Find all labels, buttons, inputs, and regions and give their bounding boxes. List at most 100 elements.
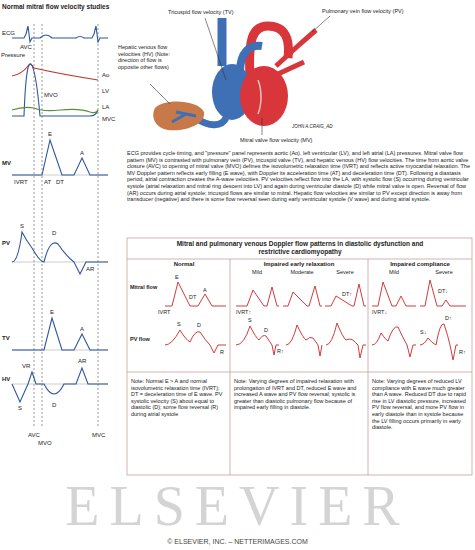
heart-illustration [153,18,316,130]
doppler-waveform [372,327,416,357]
signal-label: Ao [102,72,109,79]
timing-line [34,24,35,428]
wave-label: DT [56,179,64,186]
wave-label: R↑ [459,349,466,356]
timing-line [34,24,98,428]
wave-label: IVRT↑ [236,309,251,316]
leader-line [205,18,226,80]
wave-label: IVRT [158,309,170,316]
column-header: Mild [370,269,418,276]
wave-label: R↑ [277,348,284,355]
panel-frame [127,372,472,373]
signal-label: LA [102,104,109,111]
signal-label: MVC [102,116,115,123]
wave-label: D [52,230,56,237]
signal-label: PV [2,240,10,247]
leader-line [262,118,263,135]
doppler-waveform [165,282,226,306]
leader-line [312,16,330,32]
note-text: Note: Normal E > A and normal isovolumet… [131,378,226,418]
panel-frame [368,259,369,475]
doppler-waveform [326,323,366,358]
callout-label: Tricuspid flow velocity (TV) [168,9,234,16]
wave-label: D [264,327,268,334]
baseline [12,175,108,384]
callout-label: Hepatic venous flow velocities (HV) (Not… [118,44,176,70]
row-label: Mitral flow [130,284,157,291]
wave-label: AT [44,179,51,186]
waveform [12,26,108,402]
wave-label: A [203,287,207,294]
signal-label: HV [2,376,10,383]
signal-label: AVC [20,44,32,51]
column-header: Impaired early relaxation [232,261,366,268]
figure-title: Normal mitral flow velocity studies [2,3,109,11]
column-header: Mild [236,269,278,276]
column-header: Severe [324,269,366,276]
waveform [12,107,98,112]
signal-label: ECG [2,30,15,37]
waveform [12,64,98,116]
signal-label: MVO [38,440,52,447]
heart-illustration [258,80,261,114]
copyright-line: © ELSEVIER, INC. – NETTERIMAGES.COM [0,538,475,546]
callout-label: Pulmonary vein flow velocity (PV) [322,8,432,15]
doppler-waveform [372,282,416,306]
wave-label: S [18,405,22,412]
heart-illustration [240,66,288,126]
signal-label: TV [2,335,10,342]
leader-line [150,16,330,135]
heart-illustration [276,30,316,74]
doppler-waveform [236,326,279,355]
wave-label: A [80,326,84,333]
watermark: ELSEVIER [0,478,475,534]
heart-illustration [172,112,196,122]
waveform [12,140,108,175]
doppler-waveform [420,280,466,306]
panel-title: Mitral and pulmonary venous Doppler flow… [175,240,425,256]
column-header: Impaired compliance [370,261,470,268]
waveform [12,26,108,42]
waveform [12,64,98,80]
signal-label: LV [102,88,109,95]
note-text: Note: Varying degrees of impaired relaxa… [234,378,364,411]
wave-label: E [48,131,52,138]
wave-label: AR [78,358,86,365]
note-text: Note: Varying degrees of reduced LV comp… [372,378,470,431]
wave-label: DT [189,294,196,301]
wave-label: S [20,223,24,230]
artist-signature: JOHN A.CRAIG_AD [292,124,333,129]
caption-text: ECG provides cycle timing, and "pressure… [127,150,472,203]
wave-label: A [80,150,84,157]
doppler-waveform [283,286,322,306]
wave-label: DT↓ [438,288,448,295]
column-header: Moderate [281,269,323,276]
doppler-waveform [420,324,458,360]
wave-label: D [197,322,201,329]
row-label: PV flow [130,336,150,343]
signal-label: MVC [92,432,105,439]
callout-label: Mitral valve flow velocity (MV) [240,137,312,144]
waveform [12,368,108,402]
panel-frame [127,259,472,260]
signal-label: AVC [28,432,40,439]
wave-label: E [50,309,54,316]
wave-label: S↓ [420,329,426,336]
wave-label: IVRT [14,179,28,186]
wave-label: AR [86,266,94,273]
panel-frame [127,238,472,475]
wave-label: VR [22,363,30,370]
wave-label: S [177,321,181,328]
waveform [12,318,108,350]
waveform [12,232,108,274]
wave-label: DT↑ [342,291,352,298]
wave-label: S [248,317,252,324]
wave-label: E [175,274,179,281]
panel-frame [230,259,231,475]
timing-line [98,24,99,428]
doppler-waveform [236,287,279,306]
timing-line [42,24,43,428]
leader-line [150,84,170,104]
panel-frame [127,238,472,475]
